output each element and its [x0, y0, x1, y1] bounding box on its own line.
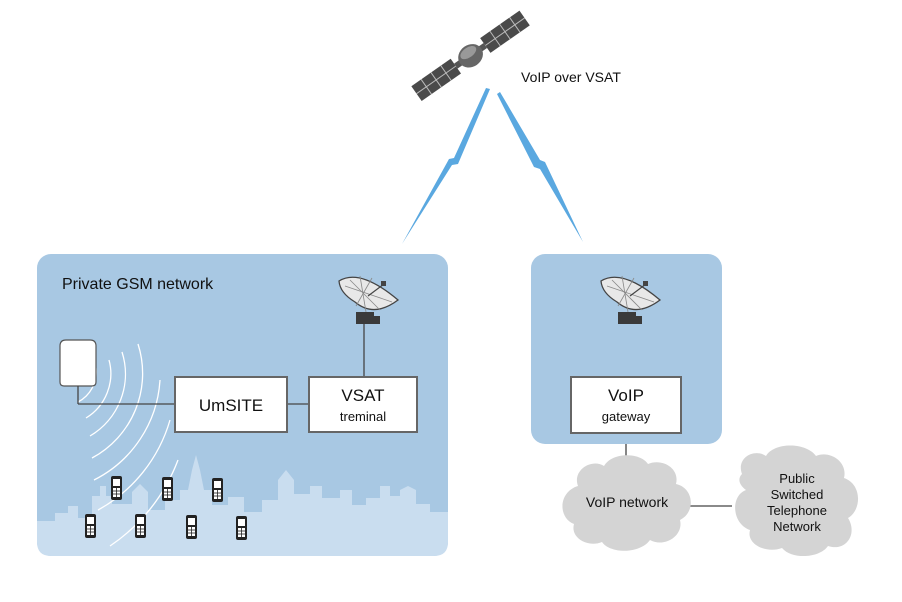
voip-gateway-node: VoIP gateway [570, 376, 682, 434]
vsat-sublabel: treminal [340, 409, 386, 424]
mobile-phone-icon [186, 515, 197, 539]
mobile-phone-icon [135, 514, 146, 538]
satellite-dish-icon [338, 275, 400, 324]
pstn-line-2: Switched [771, 487, 824, 502]
pstn-line-3: Telephone [767, 503, 827, 518]
vsat-label: VSAT [341, 386, 384, 405]
mobile-phones [85, 476, 247, 540]
mobile-phone-icon [162, 477, 173, 501]
satellite-links [402, 88, 583, 244]
satellite-dish-icon [600, 275, 662, 324]
voip-network-label: VoIP network [586, 494, 669, 510]
umsite-node: UmSITE [174, 376, 288, 433]
cloud-icon [562, 455, 691, 551]
cloud-icon [735, 445, 859, 557]
pstn-cloud: Public Switched Telephone Network [735, 445, 859, 557]
mobile-phone-icon [236, 516, 247, 540]
voip-sublabel: gateway [602, 409, 651, 424]
satellite-link-right [497, 92, 583, 242]
pstn-line-4: Network [773, 519, 821, 534]
voip-network-cloud: VoIP network [562, 455, 691, 551]
base-station-antenna-icon [59, 339, 97, 404]
satellite-link-left [402, 88, 490, 244]
satellite-icon [411, 10, 530, 102]
satellite-label: VoIP over VSAT [521, 69, 621, 85]
vsat-terminal-node: VSAT treminal [308, 376, 418, 433]
private-network-title: Private GSM network [62, 276, 214, 293]
mobile-phone-icon [85, 514, 96, 538]
umsite-label: UmSITE [199, 396, 263, 415]
pstn-line-1: Public [779, 471, 815, 486]
mobile-phone-icon [212, 478, 223, 502]
voip-label: VoIP [608, 386, 644, 405]
mobile-phone-icon [111, 476, 122, 500]
